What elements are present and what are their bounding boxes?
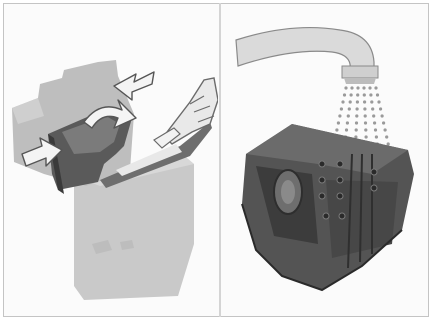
rinse-under-tap-icon [222, 4, 428, 316]
drip-tray-removal-icon [4, 4, 218, 316]
left-panel [4, 4, 218, 316]
panel-divider [219, 3, 221, 317]
right-panel [222, 4, 428, 316]
